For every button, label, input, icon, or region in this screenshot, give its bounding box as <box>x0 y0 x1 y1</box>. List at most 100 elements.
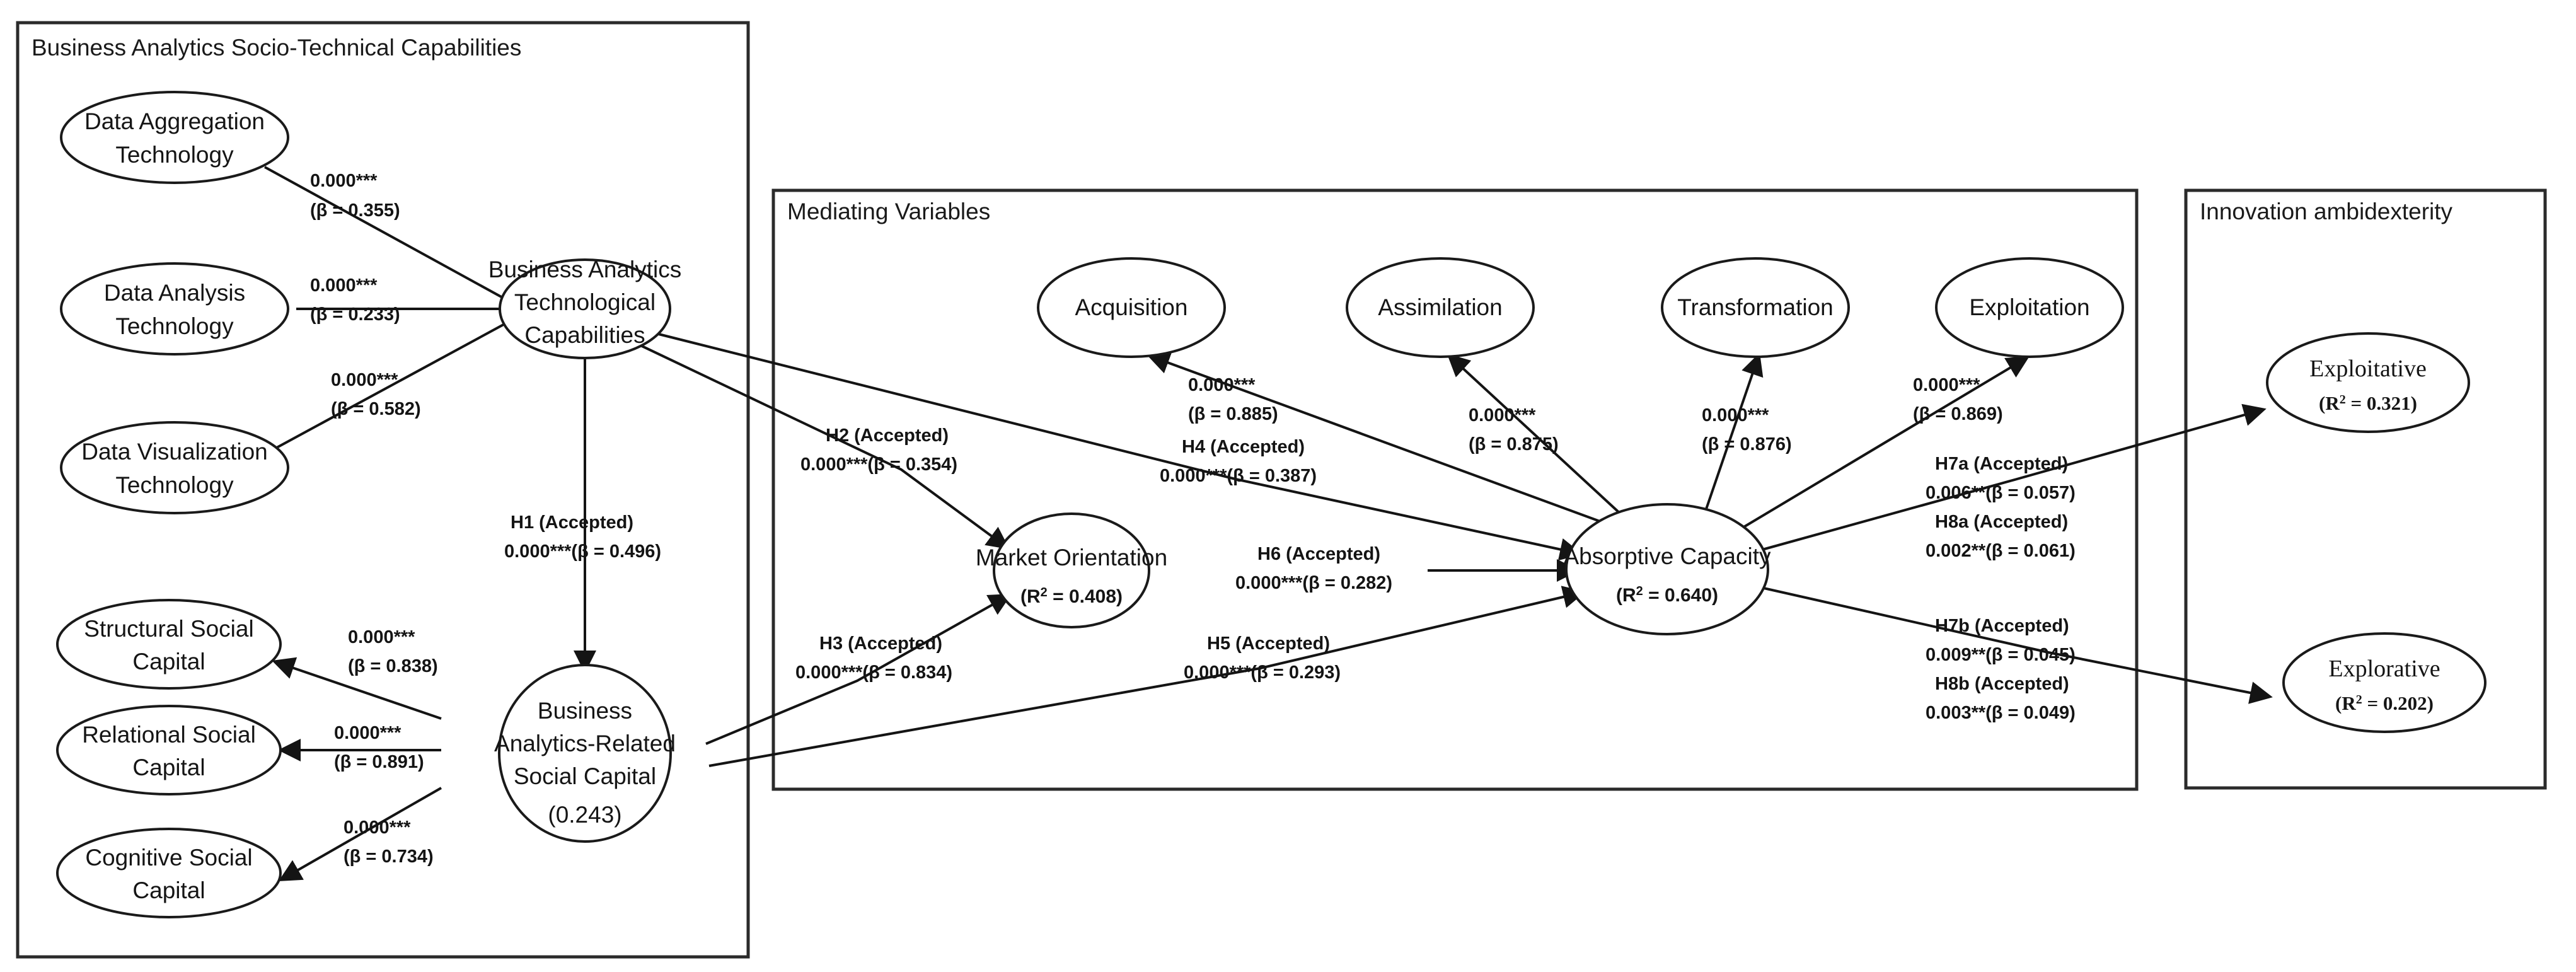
node-market-orientation[interactable]: Market Orientation (R2 = 0.408) <box>976 512 1167 628</box>
edge-label-h5-stat: 0.000***(β = 0.293) <box>1184 662 1341 683</box>
edge-label-h3-hypothesis: H3 (Accepted) <box>819 634 942 654</box>
panel-socio-technical-title: Business Analytics Socio-Technical Capab… <box>32 35 521 61</box>
node-acquisition[interactable]: Acquisition <box>1037 257 1226 358</box>
edge-label-h8b-hypothesis: H8b (Accepted) <box>1935 674 2069 694</box>
edge-label-h4-stat: 0.000***(β = 0.387) <box>1160 466 1317 486</box>
node-data-analysis-technology[interactable]: Data Analysis Technology <box>60 262 289 356</box>
edge-label-cognitive: 0.000*** (β = 0.734) <box>344 818 434 867</box>
node-data-analysis-label-line2: Technology <box>115 313 234 339</box>
edge-label-acquisition-p: 0.000*** <box>1188 375 1256 395</box>
edge-label-assimilation-beta: (β = 0.875) <box>1469 434 1559 454</box>
node-data-visualization-technology[interactable]: Data Visualization Technology <box>60 421 289 514</box>
edge-label-aggregation-beta: (β = 0.355) <box>310 200 400 221</box>
node-ba-related-social-capital[interactable]: Business Analytics-Related Social Capita… <box>494 664 676 843</box>
edge-label-aggregation-p: 0.000*** <box>310 171 378 191</box>
edge-label-transformation-beta: (β = 0.876) <box>1702 434 1792 454</box>
node-acquisition-shape <box>1037 257 1226 358</box>
node-ba-tech-label-line3: Capabilities <box>524 322 645 348</box>
node-data-aggregation-technology[interactable]: Data Aggregation Technology <box>60 91 289 184</box>
panel-mediating-border <box>771 188 2139 791</box>
edge-label-h8a-stat: 0.002**(β = 0.061) <box>1926 541 2076 561</box>
edge-label-structural-p: 0.000*** <box>348 627 415 647</box>
edge-label-visualization-beta: (β = 0.582) <box>331 399 421 419</box>
edge-label-aggregation-to-tech: 0.000*** (β = 0.355) <box>310 171 400 221</box>
node-acquisition-label: Acquisition <box>1075 294 1188 320</box>
edge-label-relational: 0.000*** (β = 0.891) <box>334 723 424 772</box>
node-data-aggregation-label-line1: Data Aggregation <box>84 108 265 134</box>
node-ba-related-social-label-line2: Analytics-Related <box>494 731 676 756</box>
panel-innovation-border <box>2184 188 2547 790</box>
edge-h5-social-to-absorptive <box>708 586 1586 767</box>
edge-label-h1-hypothesis: H1 (Accepted) <box>511 512 633 533</box>
node-assimilation[interactable]: Assimilation <box>1346 257 1535 358</box>
node-explorative-label: Explorative <box>2328 656 2440 682</box>
panel-mediating: Mediating Variables <box>771 188 2139 791</box>
node-exploitative[interactable]: Exploitative (R2 = 0.321) <box>2266 332 2470 433</box>
node-market-orientation-shape <box>993 512 1150 628</box>
node-ba-related-social-label-line1: Business <box>538 698 632 724</box>
edge-social-to-cognitive <box>278 787 442 881</box>
node-transformation-label: Transformation <box>1677 294 1833 320</box>
edge-label-analysis-p: 0.000*** <box>310 275 378 296</box>
panel-innovation: Innovation ambidexterity <box>2184 188 2547 790</box>
node-market-orientation-r2: (R2 = 0.408) <box>1020 586 1123 607</box>
node-absorptive-capacity[interactable]: Absorptive Capacity (R2 = 0.640) <box>1563 503 1771 635</box>
panel-innovation-title: Innovation ambidexterity <box>2200 199 2453 224</box>
node-cognitive-social-label-line1: Cognitive Social <box>85 845 252 871</box>
edge-label-h7a-hypothesis: H7a (Accepted) <box>1935 454 2068 474</box>
node-relational-social-label-line1: Relational Social <box>82 722 256 748</box>
node-explorative-shape <box>2282 632 2486 733</box>
node-transformation-shape <box>1661 257 1850 358</box>
node-absorptive-capacity-shape <box>1565 503 1769 635</box>
edge-label-h5-hypothesis: H5 (Accepted) <box>1207 634 1330 654</box>
edge-label-h1-stat: 0.000***(β = 0.496) <box>504 541 661 562</box>
node-exploitation-shape <box>1935 257 2124 358</box>
node-ba-related-social-label-line3: Social Capital <box>514 763 656 789</box>
node-data-aggregation-label-line2: Technology <box>115 142 234 168</box>
node-market-orientation-label: Market Orientation <box>976 545 1167 570</box>
edge-h7a-h8a-absorptive-to-exploitative <box>1755 403 2267 553</box>
edge-label-h4: H4 (Accepted) 0.000***(β = 0.387) <box>1160 437 1317 486</box>
edge-label-h7a-stat: 0.006**(β = 0.057) <box>1926 483 2076 503</box>
node-ba-tech-label-line1: Business Analytics <box>488 257 681 282</box>
node-data-visualization-shape <box>60 421 289 514</box>
node-cognitive-social-capital[interactable]: Cognitive Social Capital <box>56 828 282 918</box>
node-assimilation-shape <box>1346 257 1535 358</box>
node-absorptive-capacity-label: Absorptive Capacity <box>1563 543 1771 569</box>
node-ba-tech-label-line2: Technological <box>514 289 656 315</box>
node-transformation[interactable]: Transformation <box>1661 257 1850 358</box>
edge-label-analysis-to-tech: 0.000*** (β = 0.233) <box>310 275 400 325</box>
edge-h7b-h8b-absorptive-to-explorative <box>1755 585 2273 704</box>
node-exploitation[interactable]: Exploitation <box>1935 257 2124 358</box>
node-structural-social-capital[interactable]: Structural Social Capital <box>56 599 282 690</box>
node-data-analysis-shape <box>60 262 289 356</box>
edge-label-transformation: 0.000*** (β = 0.876) <box>1702 405 1792 454</box>
edge-h4-tech-to-absorptive <box>645 330 1583 561</box>
edge-label-h1: H1 (Accepted) 0.000***(β = 0.496) <box>504 512 661 562</box>
node-ba-tech-shape <box>499 258 671 359</box>
node-absorptive-capacity-r2: (R2 = 0.640) <box>1616 584 1718 606</box>
panel-mediating-title: Mediating Variables <box>787 199 990 224</box>
edge-label-h2: H2 (Accepted) 0.000***(β = 0.354) <box>800 425 957 475</box>
edge-label-transformation-p: 0.000*** <box>1702 405 1769 425</box>
edge-absorptive-to-assimilation <box>1447 353 1631 523</box>
node-data-visualization-label-line2: Technology <box>115 472 234 498</box>
node-data-analysis-label-line1: Data Analysis <box>104 280 245 306</box>
edge-label-h7a: H7a (Accepted) 0.006**(β = 0.057) <box>1926 454 2076 503</box>
edge-label-analysis-beta: (β = 0.233) <box>310 304 400 325</box>
node-data-aggregation-shape <box>60 91 289 184</box>
panel-socio-technical: Business Analytics Socio-Technical Capab… <box>16 21 750 959</box>
node-ba-technological-capabilities[interactable]: Business Analytics Technological Capabil… <box>488 257 681 359</box>
node-explorative[interactable]: Explorative (R2 = 0.202) <box>2282 632 2486 733</box>
node-structural-social-shape <box>56 599 282 690</box>
edge-label-visualization-p: 0.000*** <box>331 370 398 390</box>
edge-label-h8a: H8a (Accepted) 0.002**(β = 0.061) <box>1926 512 2076 561</box>
panel-socio-technical-border <box>16 21 750 959</box>
edge-absorptive-to-exploitation <box>1738 356 2030 531</box>
node-explorative-r2: (R2 = 0.202) <box>2335 692 2434 714</box>
edge-label-relational-p: 0.000*** <box>334 723 401 743</box>
node-relational-social-capital[interactable]: Relational Social Capital <box>56 705 282 796</box>
edge-absorptive-to-transformation <box>1701 352 1764 523</box>
edge-label-cognitive-p: 0.000*** <box>344 818 411 838</box>
